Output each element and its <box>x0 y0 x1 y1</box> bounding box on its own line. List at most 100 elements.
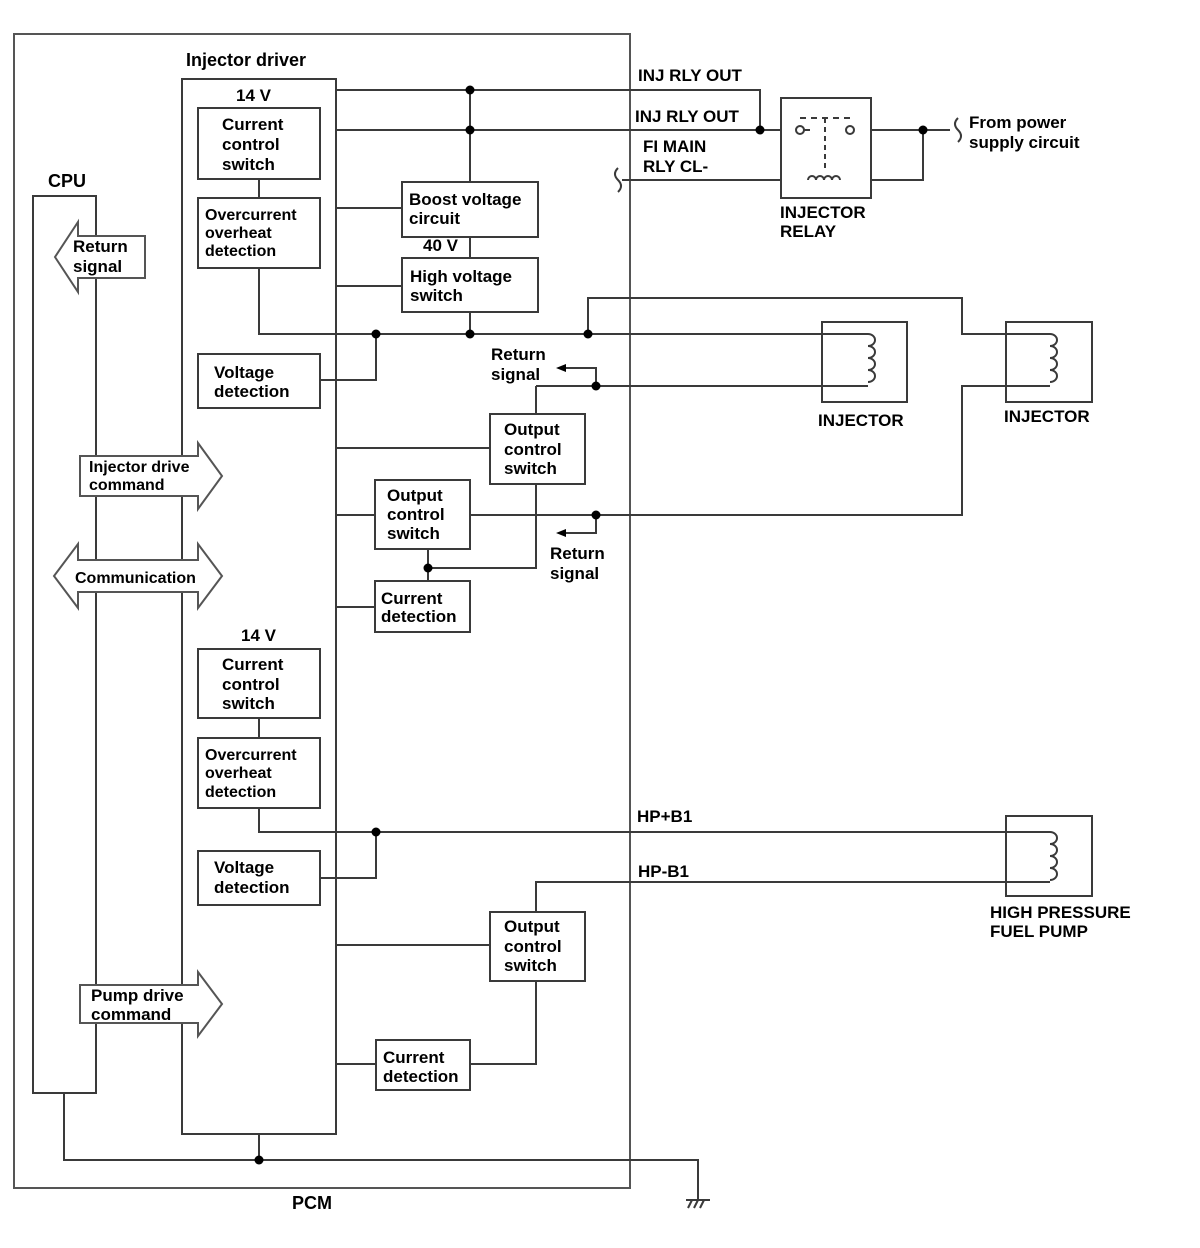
ground-icon <box>686 1199 710 1209</box>
cdet2-line1: Current <box>383 1048 445 1067</box>
output-control-switch-3 <box>489 911 586 982</box>
boost-line2: circuit <box>409 209 460 228</box>
current-detection-1 <box>374 580 471 633</box>
injector-2 <box>1005 321 1093 403</box>
output-control-switch-2 <box>374 479 471 550</box>
wire-inj-rly-out-1 <box>336 89 761 130</box>
wire-hp-b1-minus <box>535 881 1006 912</box>
hp-pump-label-2: FUEL PUMP <box>990 922 1088 941</box>
ocs2-line2: control <box>387 505 445 524</box>
cpu-block <box>32 195 97 1094</box>
fi-main-label: FI MAIN <box>643 137 706 156</box>
return-signal-a-label-1: Return <box>491 345 546 364</box>
hp-pump-label-1: HIGH PRESSURE <box>990 903 1131 922</box>
ccs-top-line1: Current <box>222 115 284 134</box>
pump-drive-arrow <box>79 969 224 1039</box>
wire-hp-b1-plus <box>258 808 1006 833</box>
hv-line2: switch <box>410 286 463 305</box>
injector-1 <box>821 321 908 403</box>
v40-label: 40 V <box>423 236 459 255</box>
ovh-bottom-line3: detection <box>205 784 276 801</box>
wire-ocs1-source <box>428 484 537 569</box>
current-detection-2 <box>375 1039 471 1091</box>
wire-vdet-bottom <box>320 832 377 879</box>
return-signal-b-label-1: Return <box>550 544 605 563</box>
cdet2-line2: detection <box>383 1067 459 1086</box>
wire-ocs3-source <box>470 981 537 1065</box>
inj-rly-out-2-label: INJ RLY OUT <box>635 107 740 126</box>
ccs-bottom-line3: switch <box>222 694 275 713</box>
high-voltage-switch <box>401 257 539 313</box>
wire-injector2-return <box>470 385 1006 516</box>
injector-relay-label-1: INJECTOR <box>780 203 866 222</box>
ovh-top-line1: Overcurrent <box>205 207 297 224</box>
pump-drive-line2: command <box>91 1005 171 1024</box>
ocs3-line2: control <box>504 937 562 956</box>
vdet-top-line1: Voltage <box>214 363 274 382</box>
hp-b1-plus-label: HP+B1 <box>637 807 692 826</box>
injector-drive-line2: command <box>89 477 165 494</box>
cdet1-line1: Current <box>381 589 443 608</box>
overcurrent-detection-bottom <box>197 737 321 809</box>
injector-2-label: INJECTOR <box>1004 407 1090 426</box>
boost-voltage-circuit <box>401 181 539 238</box>
wire-vdet-top <box>320 334 377 381</box>
ocs2-line1: Output <box>387 486 443 505</box>
injector-drive-arrow <box>79 439 224 513</box>
vdet-top-line2: detection <box>214 382 290 401</box>
ovh-bottom-line2: overheat <box>205 765 272 782</box>
wire-injector2-common <box>587 297 1006 335</box>
ocs1-line1: Output <box>504 420 560 439</box>
ccs-top-line2: control <box>222 135 280 154</box>
break-mark-fi-main <box>614 167 622 193</box>
overcurrent-detection-top <box>197 197 321 269</box>
from-power-label: From power <box>969 113 1067 132</box>
return-arrow-b-icon <box>556 529 566 537</box>
pump-drive-line1: Pump drive <box>91 986 184 1005</box>
injector-relay-label-2: RELAY <box>780 222 837 241</box>
voltage-detection-top <box>197 353 321 409</box>
wire-return-b <box>566 515 597 534</box>
injector-1-label: INJECTOR <box>818 411 904 430</box>
output-control-switch-1 <box>489 413 586 485</box>
ocs3-line3: switch <box>504 956 557 975</box>
vdet-bottom-line2: detection <box>214 878 290 897</box>
ocs1-line2: control <box>504 440 562 459</box>
communication-label: Communication <box>75 570 196 587</box>
inj-rly-out-1-label: INJ RLY OUT <box>638 66 743 85</box>
return-signal-a-label-2: signal <box>491 365 540 384</box>
current-control-switch-bottom <box>197 648 321 719</box>
supply-circuit-label: supply circuit <box>969 133 1080 152</box>
communication-arrow <box>52 541 224 611</box>
ccs-bottom-line1: Current <box>222 655 284 674</box>
return-arrow-a-icon <box>556 364 566 372</box>
v14-bottom-label: 14 V <box>241 626 277 645</box>
pcm-frame <box>13 33 631 1189</box>
return-signal-arrow-line1: Return <box>73 237 128 256</box>
pcm-label: PCM <box>292 1193 332 1213</box>
ovh-top-line2: overheat <box>205 225 272 242</box>
ocs1-line3: switch <box>504 459 557 478</box>
ccs-bottom-line2: control <box>222 675 280 694</box>
ocs3-line1: Output <box>504 917 560 936</box>
rly-cl-label: RLY CL- <box>643 157 708 176</box>
junction-dots <box>254 85 928 1165</box>
ovh-top-line3: detection <box>205 243 276 260</box>
cdet1-line2: detection <box>381 607 457 626</box>
cpu-label: CPU <box>48 171 86 191</box>
ovh-bottom-line1: Overcurrent <box>205 747 297 764</box>
vdet-bottom-line1: Voltage <box>214 858 274 877</box>
wire-ground <box>63 1093 699 1200</box>
injector-drive-line1: Injector drive <box>89 459 190 476</box>
return-signal-b-label-2: signal <box>550 564 599 583</box>
ocs2-line3: switch <box>387 524 440 543</box>
wire-injector1-return <box>566 367 906 387</box>
break-mark-power <box>954 117 962 143</box>
hp-fuel-pump <box>1005 815 1093 897</box>
injector-relay <box>780 97 872 199</box>
current-control-switch-top <box>197 107 321 180</box>
hv-line1: High voltage <box>410 267 512 286</box>
boost-line1: Boost voltage <box>409 190 521 209</box>
return-signal-arrow-line2: signal <box>73 257 122 276</box>
